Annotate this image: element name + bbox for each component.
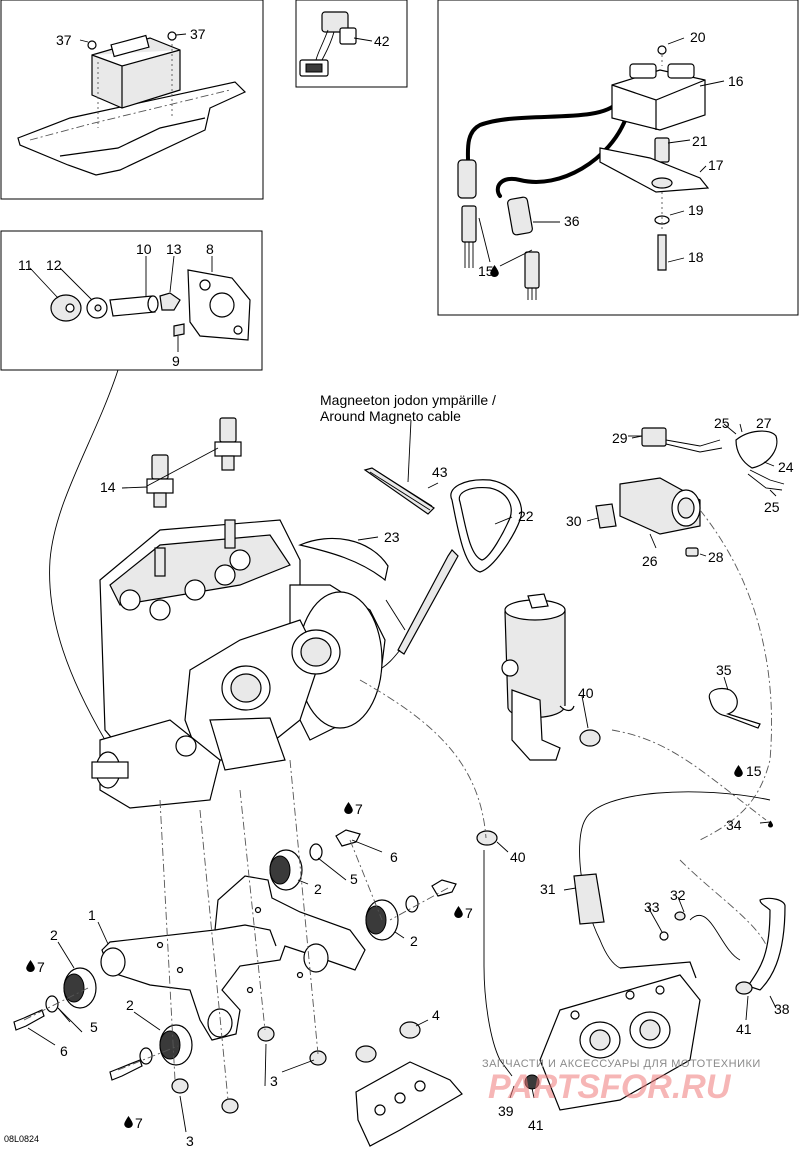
label-40a: 40 [578,685,594,701]
label-21: 21 [692,133,708,149]
label-34: 34 [726,817,742,833]
connector-group [595,427,785,557]
label-25b: 25 [764,499,780,515]
label-6a: 6 [60,1043,68,1059]
label-36: 36 [564,213,580,229]
label-41a: 41 [736,1021,752,1037]
label-7d: 7 [135,1115,143,1131]
label-14: 14 [100,479,116,495]
oil-line-drawing [483,791,786,1077]
watermark-text: ЗАПЧАСТИ И АКСЕССУАРЫ ДЛЯ МОТОТЕХНИКИ [482,1058,761,1070]
label-1: 1 [88,907,96,923]
inset-box-sensor [295,0,408,88]
label-41b: 41 [528,1117,544,1133]
inset-box-ignition-coil [437,0,799,316]
label-4: 4 [432,1007,440,1023]
cable-tie-35 [708,687,761,729]
note-line-1: Magneeton jodon ympärille / [320,392,496,408]
drop-icon [734,765,743,777]
lower-bracket [355,1021,463,1147]
bracket-inset-drawing [50,269,251,341]
label-31: 31 [540,881,556,897]
label-8: 8 [206,241,214,257]
label-7a: 7 [355,801,363,817]
label-39: 39 [498,1103,514,1119]
label-2d: 2 [410,933,418,949]
oil-pump-drawing [524,974,701,1111]
label-12: 12 [46,257,62,273]
label-3a: 3 [270,1073,278,1089]
label-9: 9 [172,353,180,369]
label-28: 28 [708,549,724,565]
label-13: 13 [166,241,182,257]
bolts-washers [13,829,457,1081]
label-2b: 2 [126,997,134,1013]
watermark-logo: PARTSFOR.RU [488,1068,732,1106]
label-37a: 37 [56,32,72,48]
label-33: 33 [644,899,660,915]
label-24: 24 [778,459,794,475]
label-7b: 7 [465,905,473,921]
label-25a: 25 [714,415,730,431]
note-line-2: Around Magneto cable [320,408,461,424]
drop-icon [768,820,773,828]
label-42: 42 [374,33,390,49]
inset-box-ecu [0,0,264,200]
label-43: 43 [432,464,448,480]
lubricant-labels: 7 7 7 7 [26,265,773,1131]
ignition-coil-drawing [457,45,710,300]
drop-icon [124,1116,133,1128]
leader-inset-to-engine [49,369,119,741]
label-32: 32 [670,887,686,903]
label-26: 26 [642,553,658,569]
label-7c: 7 [37,959,45,975]
label-27: 27 [756,415,772,431]
label-40b: 40 [510,849,526,865]
oil-tank-drawing [501,593,575,761]
label-19: 19 [688,202,704,218]
part-labels: 37 37 42 20 16 21 17 19 36 18 15 11 12 1… [18,26,794,1149]
label-2a: 2 [50,927,58,943]
label-38: 38 [774,1001,790,1017]
label-15a: 15 [478,263,494,279]
engine-drawing [91,417,386,809]
label-11: 11 [18,257,33,273]
rubber-mounts [63,849,399,1066]
label-16: 16 [728,73,744,89]
label-3b: 3 [186,1133,194,1149]
nuts [171,1026,327,1114]
label-15b: 15 [746,763,762,779]
label-5a: 5 [90,1019,98,1035]
label-17: 17 [708,157,724,173]
label-18: 18 [688,249,704,265]
ecu-frame-drawing [17,31,247,176]
drop-icon [344,802,353,814]
engine-mount-drawing [100,875,366,1041]
label-23: 23 [384,529,400,545]
sensor-42-drawing [299,11,357,77]
label-10: 10 [136,241,152,257]
drop-icon [454,906,463,918]
label-5b: 5 [350,871,358,887]
magneto-cable [298,467,522,669]
label-37b: 37 [190,26,206,42]
drawing-code: 08L0824 [4,1134,39,1144]
label-6b: 6 [390,849,398,865]
label-35: 35 [716,662,732,678]
drop-icon [26,960,35,972]
label-22: 22 [518,508,534,524]
label-2c: 2 [314,881,322,897]
label-20: 20 [690,29,706,45]
label-29: 29 [612,430,628,446]
label-30: 30 [566,513,582,529]
inset-box-bracket [0,230,263,371]
